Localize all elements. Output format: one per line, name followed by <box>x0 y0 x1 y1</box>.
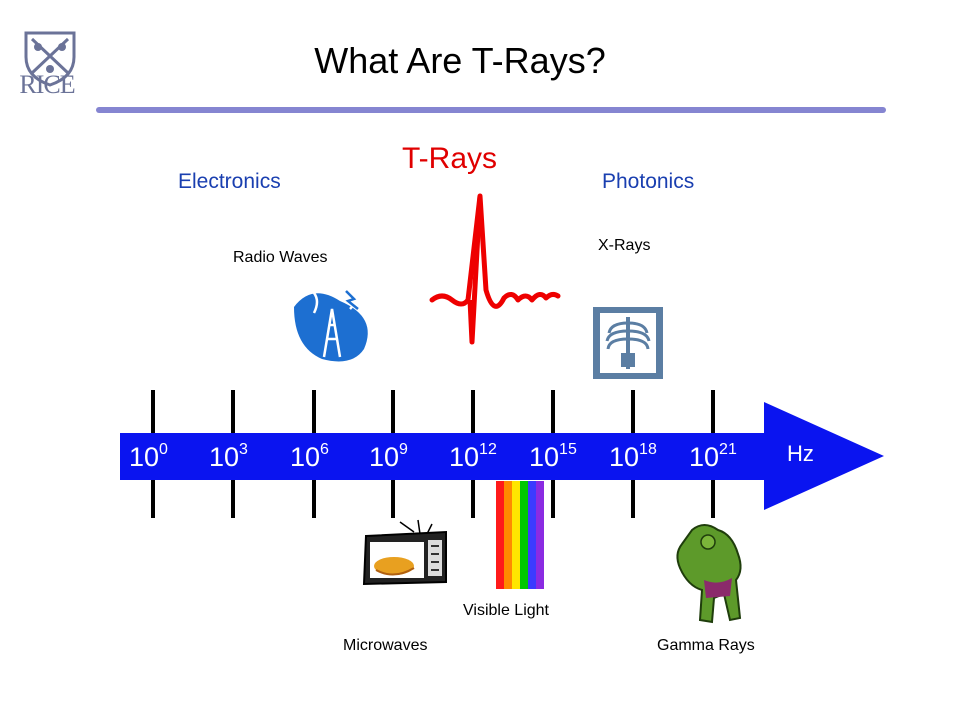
radio-tower-icon <box>294 290 368 362</box>
tick-label: 109 <box>369 441 408 472</box>
hulk-icon <box>676 524 742 624</box>
tick-label: 1015 <box>529 441 577 472</box>
tick-label: 103 <box>209 441 248 472</box>
visible-light-label: Visible Light <box>463 602 549 619</box>
rice-shield-icon <box>24 31 76 87</box>
radio-waves-label: Radio Waves <box>233 249 328 266</box>
tick-label: 1021 <box>689 441 737 472</box>
rainbow-spectrum-icon <box>496 481 544 589</box>
tick-label: 106 <box>290 441 329 472</box>
xray-chest-icon <box>593 307 663 379</box>
gamma-rays-label: Gamma Rays <box>657 637 755 654</box>
unit-label: Hz <box>787 441 814 466</box>
title-divider <box>96 107 886 113</box>
microwave-icon <box>362 519 447 586</box>
tick-label: 1018 <box>609 441 657 472</box>
slide-title: What Are T-Rays? <box>314 40 606 81</box>
axis-ticks <box>151 390 715 518</box>
photonics-heading: Photonics <box>602 170 695 193</box>
rice-logo-text: RICE <box>19 70 75 99</box>
electronics-heading: Electronics <box>178 170 281 193</box>
tick-label: 1012 <box>449 441 497 472</box>
thz-pulse-icon <box>429 193 561 309</box>
microwaves-label: Microwaves <box>343 637 428 654</box>
tick-label: 100 <box>129 441 168 472</box>
trays-heading: T-Rays <box>402 142 498 175</box>
frequency-arrow <box>120 402 884 510</box>
x-rays-label: X-Rays <box>598 237 651 254</box>
